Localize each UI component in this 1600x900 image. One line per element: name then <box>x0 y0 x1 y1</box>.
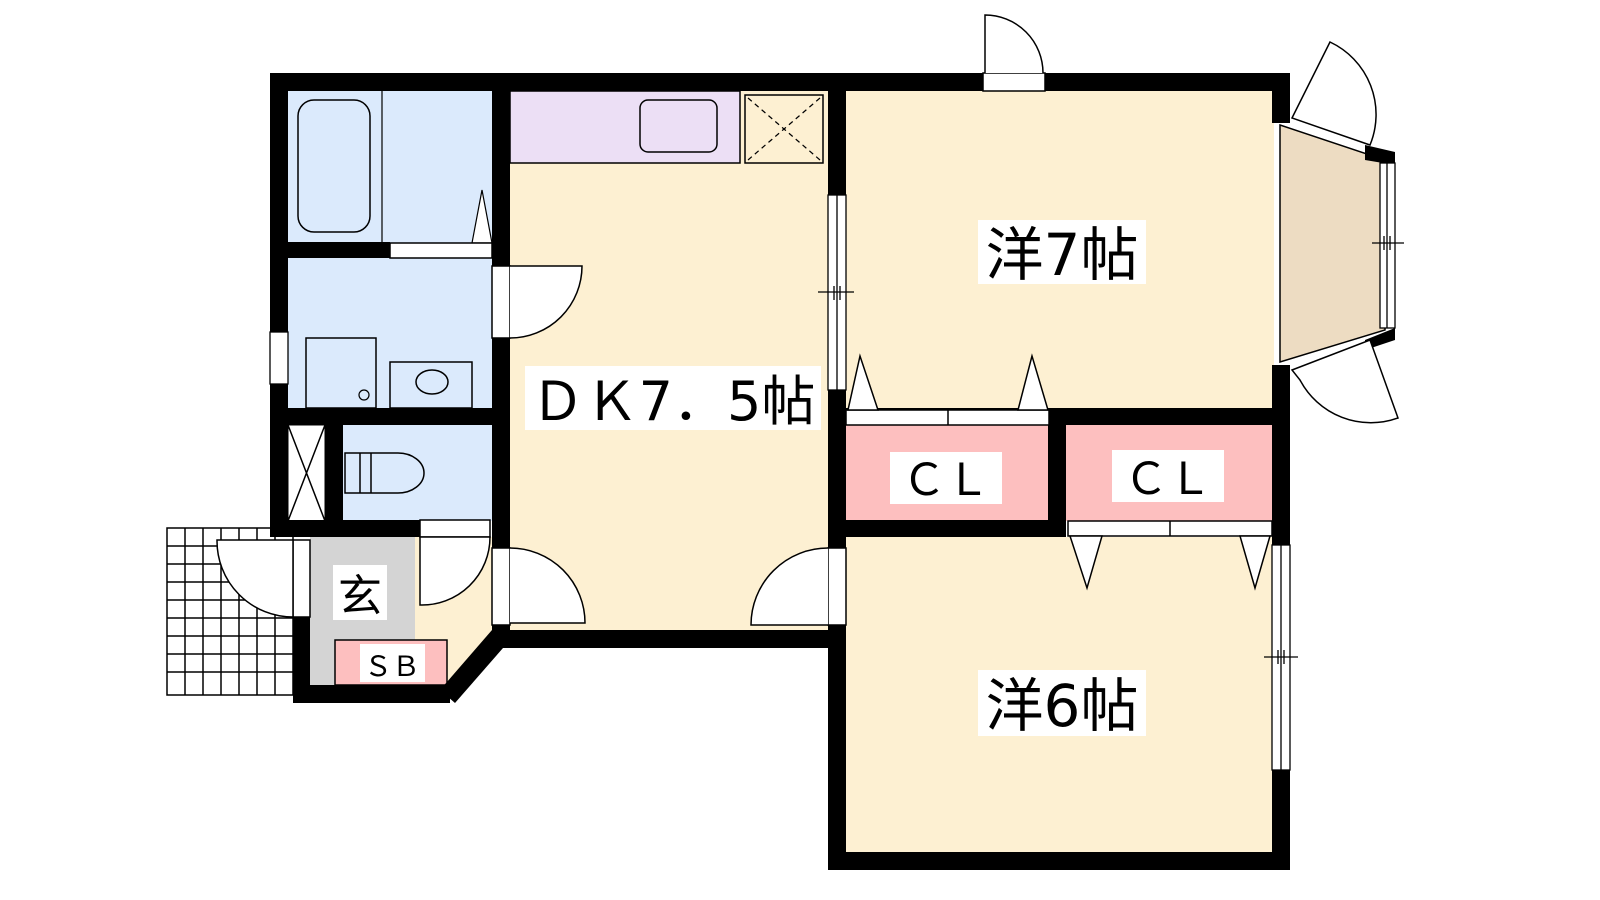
bay-window-area <box>1279 123 1386 364</box>
doors <box>216 14 1399 626</box>
bathroom <box>288 91 493 243</box>
room-label-closet-2: ＣＬ <box>1124 454 1212 505</box>
room-label-western6: 洋6帖 <box>986 672 1139 740</box>
kitchen-counter <box>509 90 741 164</box>
room-label-western7: 洋7帖 <box>986 221 1139 289</box>
toilet-room <box>343 425 493 521</box>
room-label-shoebox: ＳＢ <box>364 650 420 683</box>
sink-icon <box>639 99 718 153</box>
room-label-dk: ＤＫ7．5帖 <box>531 370 816 433</box>
dk-floor <box>510 91 828 631</box>
fridge-cross <box>747 97 821 161</box>
storage-cross <box>287 424 326 522</box>
room-label-entrance: 玄 <box>338 571 382 622</box>
toilet-icon <box>344 452 425 494</box>
room-label-closet-1: ＣＬ <box>902 455 990 506</box>
bathtub-icon <box>297 99 371 233</box>
windows <box>269 162 1404 771</box>
